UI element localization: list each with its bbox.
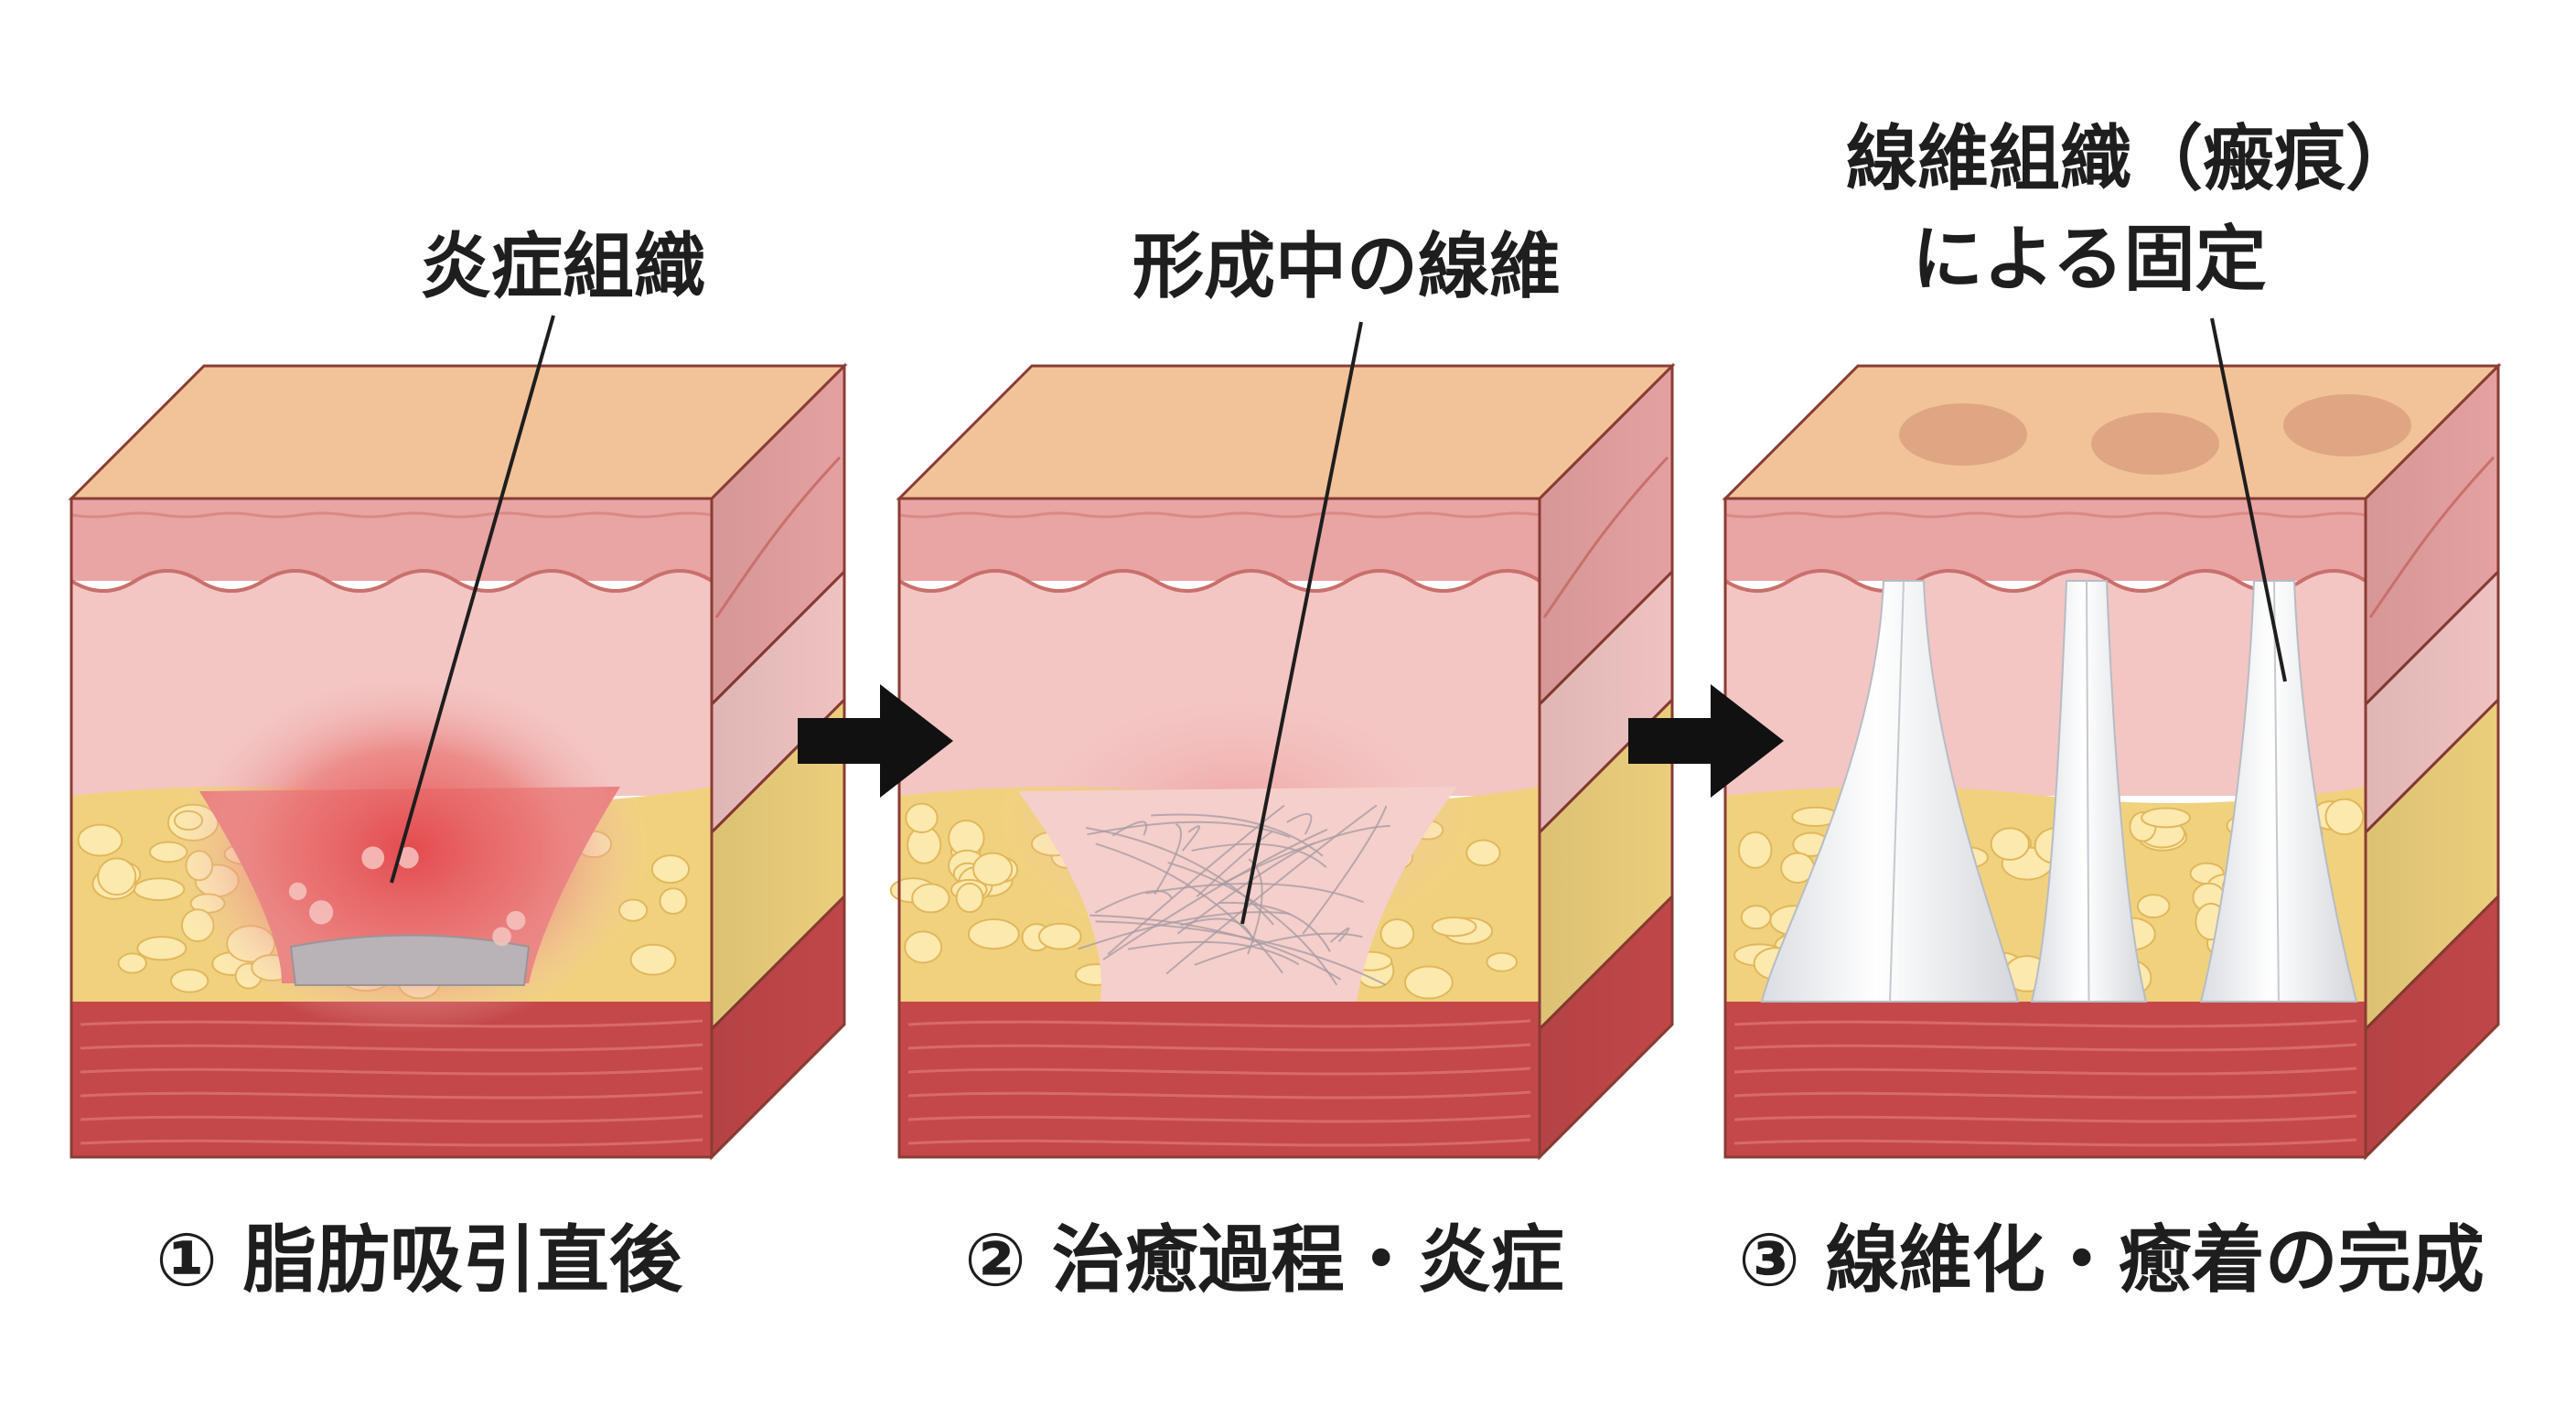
tissue-block-2 [889,362,1676,1161]
healing-cavity [1018,787,1457,1002]
caption-panel-1: ① 脂肪吸引直後 [156,1217,683,1303]
callout-panel-2: 形成中の線維 [1132,226,1561,925]
arrow-2-to-3 [1628,684,1784,798]
callout-panel-3: 線維組織（瘢痕） による固定 [1846,118,2417,682]
callout-panel-1: 炎症組織 [390,226,705,884]
arrow-1-to-2 [798,684,953,798]
fibrous-strand-2 [2030,580,2148,1003]
skin-dimples [1899,394,2411,475]
callout-panel-1-leader [390,315,555,884]
top-face-epidermis [896,364,1676,500]
front-outline [897,497,1541,1159]
dermis-upper [1725,499,2366,581]
callout-panel-2-text: 形成中の線維 [1132,226,1561,308]
callout-panel-3-text-line2: による固定 [1912,219,2267,301]
tissue-block-3 [1722,362,2502,1161]
front-outline [1723,497,2367,1159]
muscle-layer [1725,1002,2366,1157]
forming-fibers [1078,804,1390,986]
front-face [70,499,714,1157]
dermis-upper [899,499,1540,581]
caption-panel-3: ③ 線維化・癒着の完成 [1738,1217,2485,1303]
muscle-layer [899,1002,1540,1157]
fibrous-strands [1760,580,2358,1003]
top-face-epidermis [68,364,848,500]
caption-panel-2: ② 治癒過程・炎症 [964,1217,1564,1303]
callout-panel-3-leader [2210,317,2287,682]
dermis-upper [71,499,712,581]
callout-panel-1-text: 炎症組織 [420,226,705,308]
front-outline [70,497,714,1159]
callout-panel-3-text-line1: 線維組織（瘢痕） [1846,118,2417,200]
fluid-pool [289,934,531,986]
tissue-block-1 [68,362,848,1161]
side-face [1538,362,1674,1161]
fibrous-strand-3 [2199,580,2358,1003]
front-face [1723,499,2367,1157]
callout-panel-2-leader [1240,321,1363,925]
side-face [2364,362,2500,1161]
front-face [889,499,1541,1157]
